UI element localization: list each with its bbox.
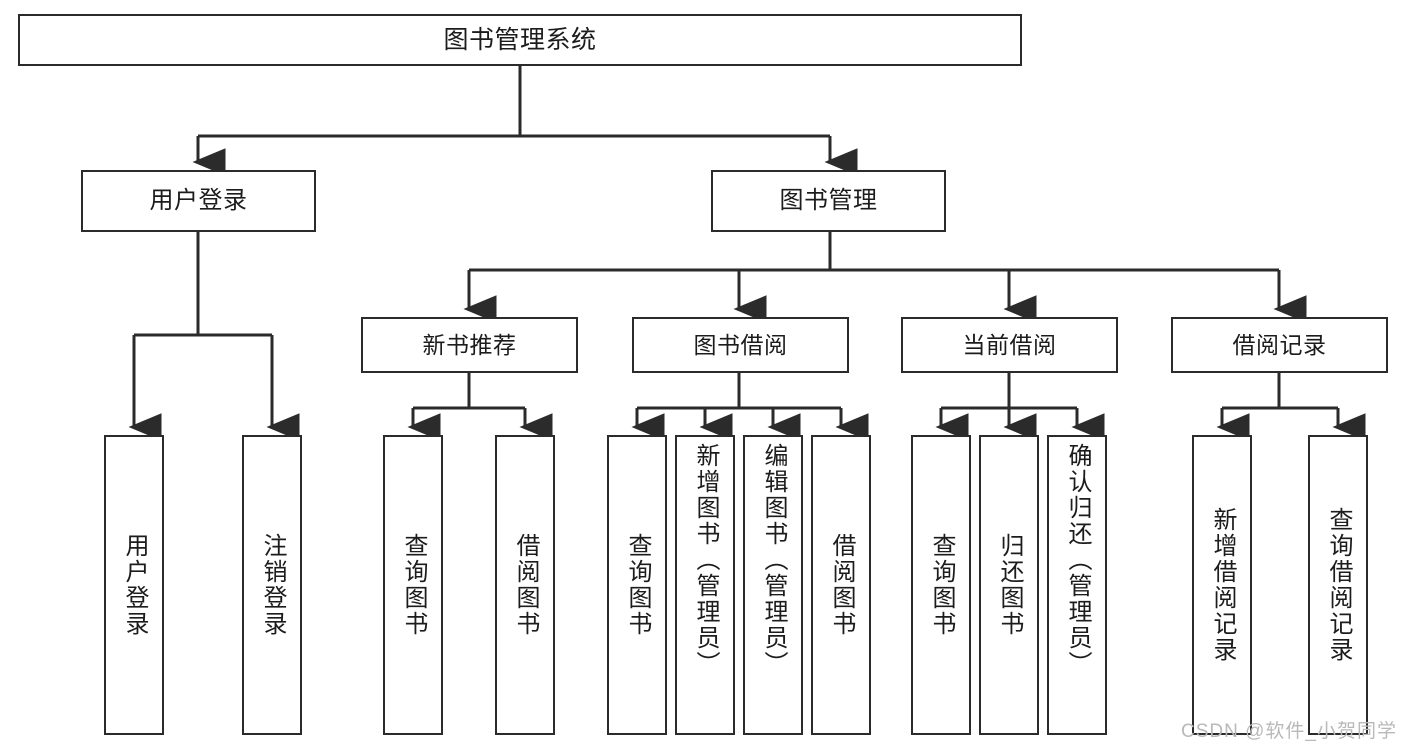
node-leaf-query-borrow-record[interactable]: 查询借阅记录 bbox=[1308, 435, 1368, 735]
node-label: 确认归还（管理员） bbox=[1063, 443, 1091, 677]
node-leaf-return-book[interactable]: 归还图书 bbox=[979, 435, 1039, 735]
node-borrow-record[interactable]: 借阅记录 bbox=[1171, 317, 1388, 373]
node-leaf-logout[interactable]: 注销登录 bbox=[242, 435, 302, 735]
node-label: 查询图书 bbox=[927, 533, 955, 637]
node-label: 查询图书 bbox=[623, 533, 651, 637]
node-label: 用户登录 bbox=[120, 533, 148, 637]
csdn-watermark: CSDN @软件_小贺同学 bbox=[1181, 721, 1397, 742]
node-label: 借阅记录 bbox=[1232, 331, 1327, 358]
node-label: 归还图书 bbox=[995, 533, 1023, 637]
node-label: 图书借阅 bbox=[693, 331, 788, 358]
node-label: 注销登录 bbox=[258, 533, 286, 637]
node-leaf-query-book-borrow[interactable]: 查询图书 bbox=[607, 435, 667, 735]
node-leaf-borrow-book-recommend[interactable]: 借阅图书 bbox=[495, 435, 555, 735]
node-label: 新书推荐 bbox=[422, 331, 517, 358]
node-book-management-system[interactable]: 图书管理系统 bbox=[18, 14, 1022, 66]
node-new-book-recommend[interactable]: 新书推荐 bbox=[361, 317, 578, 373]
node-leaf-add-borrow-record[interactable]: 新增借阅记录 bbox=[1192, 435, 1252, 735]
node-current-borrow[interactable]: 当前借阅 bbox=[901, 317, 1118, 373]
node-book-borrow[interactable]: 图书借阅 bbox=[632, 317, 849, 373]
node-label: 查询借阅记录 bbox=[1324, 507, 1352, 663]
node-label: 用户登录 bbox=[149, 187, 248, 215]
node-user-login[interactable]: 用户登录 bbox=[81, 170, 316, 232]
node-label: 图书管理 bbox=[779, 187, 878, 215]
node-label: 编辑图书（管理员） bbox=[759, 443, 787, 677]
node-label: 当前借阅 bbox=[962, 331, 1057, 358]
node-leaf-query-book-current[interactable]: 查询图书 bbox=[911, 435, 971, 735]
node-label: 图书管理系统 bbox=[443, 25, 597, 54]
node-leaf-add-book-admin[interactable]: 新增图书（管理员） bbox=[675, 435, 735, 735]
node-leaf-borrow-book[interactable]: 借阅图书 bbox=[811, 435, 871, 735]
node-book-management[interactable]: 图书管理 bbox=[711, 170, 946, 232]
node-leaf-edit-book-admin[interactable]: 编辑图书（管理员） bbox=[743, 435, 803, 735]
node-label: 查询图书 bbox=[399, 533, 427, 637]
node-leaf-user-login[interactable]: 用户登录 bbox=[104, 435, 164, 735]
node-leaf-confirm-return-admin[interactable]: 确认归还（管理员） bbox=[1047, 435, 1107, 735]
node-leaf-query-book-recommend[interactable]: 查询图书 bbox=[383, 435, 443, 735]
node-label: 借阅图书 bbox=[827, 533, 855, 637]
node-label: 新增借阅记录 bbox=[1208, 507, 1236, 663]
node-label: 新增图书（管理员） bbox=[691, 443, 719, 677]
node-label: 借阅图书 bbox=[511, 533, 539, 637]
